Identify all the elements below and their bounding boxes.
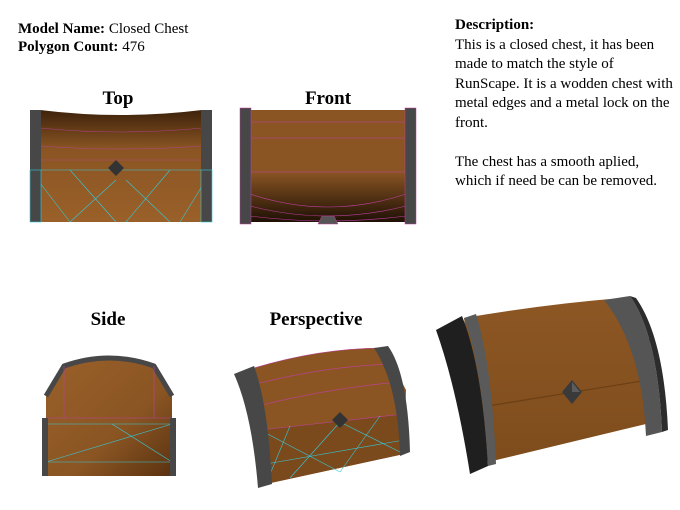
description-paragraph-1: This is a closed chest, it has been made… <box>455 36 673 131</box>
chest-body <box>464 298 650 462</box>
right-metal-band <box>374 346 410 456</box>
lock-icon <box>317 215 339 225</box>
perspective-view-render <box>234 346 410 488</box>
perspective-view-title: Perspective <box>269 309 363 330</box>
side-view-title: Side <box>90 309 126 330</box>
model-name-value: Closed Chest <box>108 21 189 37</box>
lid-edge <box>43 355 175 398</box>
model-name-label: Model Name: <box>18 21 106 37</box>
model-info: Model Name: Closed Chest Polygon Count: … <box>18 20 188 56</box>
description-paragraph-2: The chest has a smooth aplied, which if … <box>455 153 657 190</box>
smooth-render <box>436 296 668 474</box>
side-view-render <box>42 355 176 476</box>
right-metal-band <box>404 107 417 225</box>
model-name-line: Model Name: Closed Chest <box>18 20 188 38</box>
front-view-title: Front <box>304 88 352 109</box>
polygon-count-line: Polygon Count: 476 <box>18 38 188 56</box>
wireframe-cyan <box>259 415 405 485</box>
wireframe-magenta <box>39 127 203 161</box>
front-view-render <box>239 107 417 225</box>
polygon-count-value: 476 <box>122 39 145 55</box>
right-metal-band <box>201 110 212 222</box>
chest-body <box>250 110 406 222</box>
lock-icon <box>108 160 124 176</box>
top-view-render <box>29 110 213 223</box>
wireframe-magenta <box>253 347 405 431</box>
left-metal-band <box>30 110 41 222</box>
lid-seam <box>475 379 649 409</box>
lock-icon <box>332 412 348 428</box>
description-title: Description: <box>455 17 535 33</box>
left-metal-band <box>234 366 272 488</box>
description-block: Description: This is a closed chest, it … <box>455 16 675 211</box>
top-view-title: Top <box>102 88 134 109</box>
left-metal-band <box>436 316 488 474</box>
right-metal-band <box>604 296 662 436</box>
chest-body <box>46 358 172 476</box>
wireframe-magenta <box>46 366 172 419</box>
polygon-count-label: Polygon Count: <box>18 39 119 55</box>
left-metal-band <box>239 107 252 225</box>
